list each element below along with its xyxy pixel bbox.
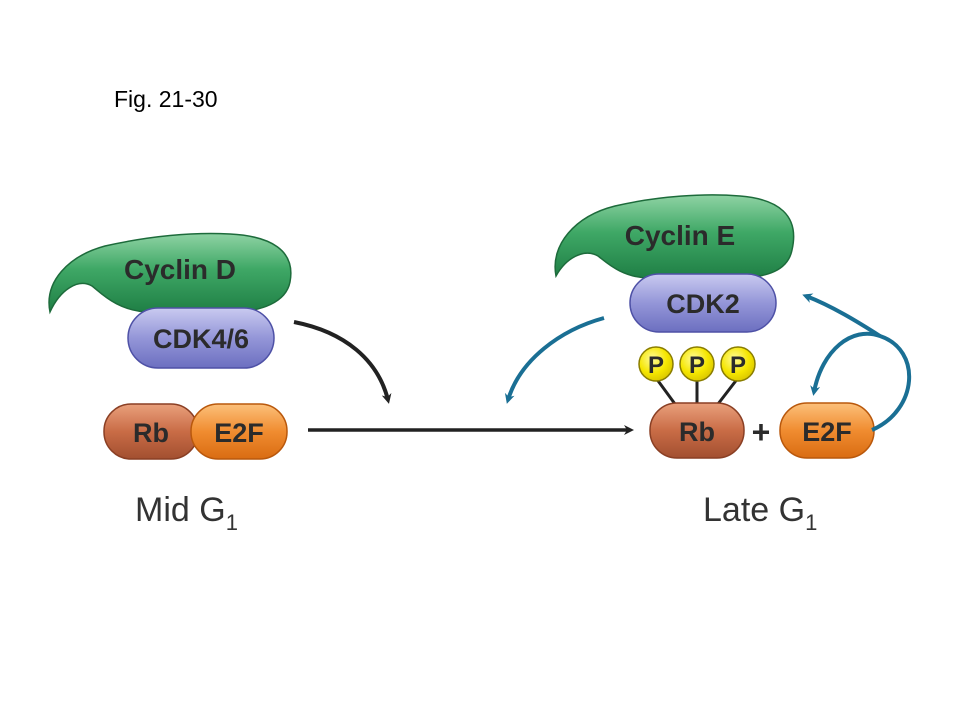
e2f-label-mid: E2F: [214, 418, 264, 448]
figure-title: Fig. 21-30: [114, 86, 218, 112]
cdk2-label: CDK2: [666, 289, 740, 319]
phosphate-stem-3: [716, 377, 740, 405]
cdk46-label: CDK4/6: [153, 324, 249, 354]
stage-label-mid-sub: 1: [226, 510, 238, 535]
cyclin-d-label: Cyclin D: [124, 254, 236, 285]
stage-label-late: Late G1: [703, 491, 817, 535]
e2f-loop-arrow: [810, 331, 912, 432]
e2f-to-cdk2-arrow: [802, 293, 882, 338]
stage-label-late-main: Late G: [703, 491, 805, 529]
rb-label-mid: Rb: [133, 418, 169, 448]
cdk46-shape: [127, 307, 275, 369]
late-g1-group: Cyclin E CDK2 P P P Rb + E2F: [554, 194, 875, 535]
cyclin-e-label: Cyclin E: [625, 220, 735, 251]
phosphate-label-2: P: [689, 352, 705, 379]
cdk2-shape: [629, 273, 777, 333]
stage-label-mid: Mid G1: [135, 491, 238, 535]
phosphate-label-1: P: [648, 352, 664, 379]
phosphate-label-3: P: [730, 352, 746, 379]
stage-label-mid-main: Mid G: [135, 491, 226, 529]
e2f-shape-mid: [190, 403, 288, 460]
phosphate-circle-2: [679, 346, 715, 382]
cyclin-d-shape: [48, 232, 292, 315]
plus-sign: +: [752, 414, 771, 450]
e2f-label-late: E2F: [802, 417, 852, 447]
cdk46-action-arrow: [293, 320, 392, 404]
mid-g1-group: Cyclin D CDK4/6 Rb E2F Mid G1: [48, 232, 292, 535]
cdk2-feedback-arrow: [504, 316, 605, 404]
rb-label-late: Rb: [679, 417, 715, 447]
phosphate-circle-3: [720, 346, 756, 382]
phosphate-circle-1: [638, 346, 674, 382]
stage-label-late-sub: 1: [805, 510, 817, 535]
rb-shape-late: [649, 402, 745, 459]
phosphate-stem-1: [654, 377, 677, 405]
cyclin-e-shape: [554, 194, 795, 279]
